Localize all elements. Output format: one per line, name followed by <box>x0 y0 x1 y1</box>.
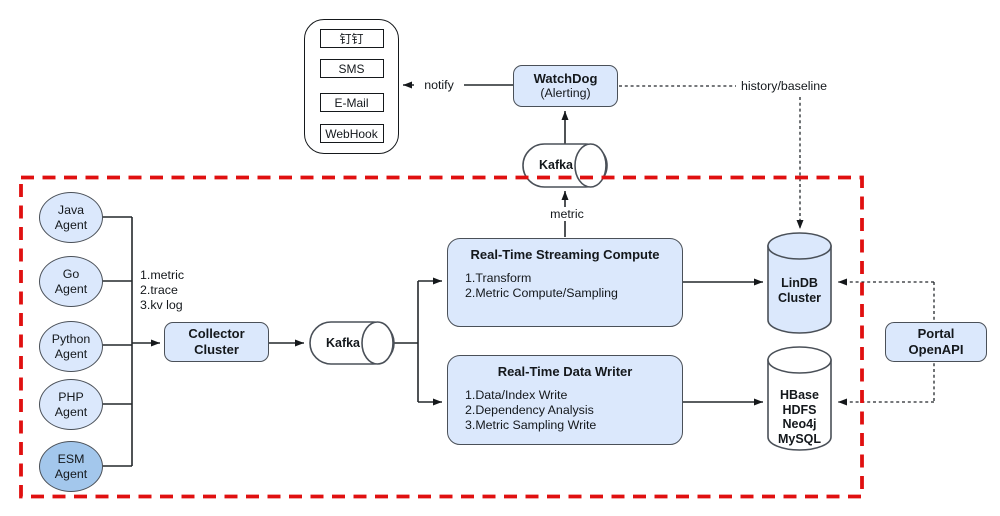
agent-data-type-1: 1.metric <box>140 268 185 282</box>
streaming-step-2: 2.Metric Compute/Sampling <box>465 286 618 300</box>
channel-dingtalk: 钉钉 <box>319 29 384 48</box>
agent-java: Java Agent <box>39 192 103 243</box>
lindb-cluster-label: LinDB Cluster <box>777 276 822 305</box>
collector-cluster-node: Collector Cluster <box>164 322 269 362</box>
agent-data-type-3: 3.kv log <box>140 298 183 312</box>
storage-cluster-label: HBase HDFS Neo4j MySQL <box>777 388 822 446</box>
agent-python: Python Agent <box>39 321 103 372</box>
channel-webhook-label: WebHook <box>325 126 378 141</box>
notification-channels-group: 钉钉 SMS E-Mail WebHook <box>304 19 399 154</box>
channel-sms-label: SMS <box>338 61 365 76</box>
agent-esm: ESM Agent <box>39 441 103 492</box>
watchdog-subtitle: (Alerting) <box>540 86 591 101</box>
channel-email-label: E-Mail <box>334 95 369 110</box>
portal-openapi-node: Portal OpenAPI <box>885 322 987 362</box>
channel-dingtalk-label: 钉钉 <box>339 32 364 46</box>
agent-go: Go Agent <box>39 256 103 307</box>
writer-step-2: 2.Dependency Analysis <box>465 403 594 417</box>
agent-data-types: 1.metric 2.trace 3.kv log <box>140 268 184 313</box>
streaming-step-1: 1.Transform <box>465 271 532 285</box>
watchdog-title: WatchDog <box>533 70 598 86</box>
metric-edge-label: metric <box>542 207 592 221</box>
kafka-top-label: Kafka <box>538 158 574 172</box>
storage-cylinder-top <box>767 346 832 374</box>
kafka-mid-label: Kafka <box>325 336 361 350</box>
writer-step-3: 3.Metric Sampling Write <box>465 418 597 432</box>
watchdog-node: WatchDog (Alerting) <box>513 65 618 107</box>
system-boundary <box>19 175 864 499</box>
streaming-compute-node: Real-Time Streaming Compute 1.Transform … <box>447 238 683 327</box>
storage-cylinder <box>767 359 832 451</box>
data-writer-title: Real-Time Data Writer <box>497 364 633 379</box>
streaming-compute-title: Real-Time Streaming Compute <box>470 247 660 262</box>
writer-step-1: 1.Data/Index Write <box>465 388 568 402</box>
agent-php: PHP Agent <box>39 379 103 430</box>
notify-edge-label: notify <box>414 78 464 92</box>
lindb-cylinder <box>767 245 832 334</box>
history-baseline-edge-label: history/baseline <box>736 79 832 93</box>
channel-sms: SMS <box>319 59 384 78</box>
channel-webhook: WebHook <box>319 124 384 143</box>
channel-email: E-Mail <box>319 93 384 112</box>
kafka-mid-cylinder-cap <box>361 321 394 365</box>
edge-kafka-branch <box>394 281 419 402</box>
data-writer-node: Real-Time Data Writer 1.Data/Index Write… <box>447 355 683 445</box>
agent-data-type-2: 2.trace <box>140 283 178 297</box>
lindb-cylinder-top <box>767 232 832 260</box>
